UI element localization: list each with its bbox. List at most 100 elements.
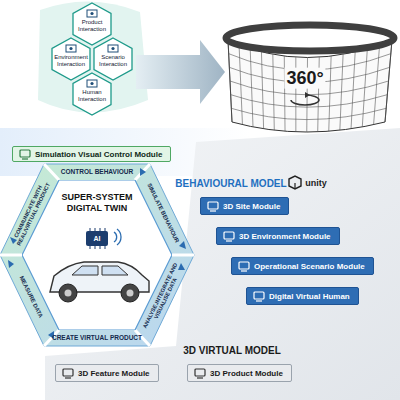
icon-frame	[208, 202, 218, 209]
icon-frame	[224, 232, 234, 239]
icon-frame	[254, 292, 264, 299]
cycle-band	[0, 164, 194, 346]
chip-pin	[95, 246, 96, 249]
module-icon	[207, 201, 219, 212]
decor-polygon	[289, 176, 301, 189]
interaction-hexagon: Product Interaction	[72, 2, 112, 46]
hex-text-wrap: Environment Interaction	[53, 54, 89, 67]
node-text: Simulation Visual Control Module	[35, 150, 162, 159]
interaction-icon	[108, 45, 118, 52]
node-text: Environment Interaction	[53, 54, 89, 67]
icon-frame	[20, 150, 30, 157]
module-icon	[19, 149, 31, 160]
car-wheel	[59, 284, 77, 302]
interaction-icon-dot	[90, 12, 93, 15]
icon-frame	[63, 369, 73, 376]
chip-pin	[90, 246, 91, 249]
decor-line	[294, 183, 295, 189]
decor-polygon	[8, 260, 14, 268]
decor-line	[0, 254, 22, 257]
section-label: CONTROL BEHAVIOUR	[61, 168, 133, 175]
interaction-hexagon: Scenario Interaction	[93, 37, 133, 81]
module-box: 3D Feature Module	[55, 364, 159, 382]
model-panel	[45, 128, 400, 400]
node-text: Product Interaction	[74, 19, 110, 32]
decor-polygon	[178, 263, 185, 270]
node-text: Scenario Interaction	[95, 54, 131, 67]
hex-text-wrap: Human Interaction	[74, 89, 110, 102]
hexagon-shape	[94, 38, 132, 80]
node-text: Operational Scenario Module	[254, 262, 365, 271]
car-wheel	[121, 284, 139, 302]
section-label: AI	[94, 234, 101, 242]
icon-stand	[65, 377, 71, 378]
chip-pin	[90, 228, 91, 231]
module-box: 3D Environment Module	[216, 227, 340, 245]
interaction-hexagon: Human Interaction	[72, 72, 112, 116]
chip-pin	[105, 228, 106, 231]
hexagon-shape	[73, 3, 111, 45]
screen-ring	[226, 25, 394, 51]
icon-stand	[197, 377, 203, 378]
module-icon	[223, 231, 235, 242]
section-label: CREATE VIRTUAL PRODUCT	[52, 334, 142, 341]
interaction-icon-dot	[111, 47, 114, 50]
hex-text-wrap: Scenario Interaction	[95, 54, 131, 67]
icon-stand	[226, 240, 232, 241]
module-icon	[194, 368, 206, 379]
wheel-hub	[127, 290, 134, 297]
node-text: Human Interaction	[74, 89, 110, 102]
interaction-icon-dot	[90, 82, 93, 85]
node-text: 3D Environment Module	[239, 232, 331, 241]
chip-pin	[105, 246, 106, 249]
grid-line	[231, 95, 388, 108]
chip-pin	[95, 228, 96, 231]
icon-frame	[195, 369, 205, 376]
wireless-waves	[114, 229, 121, 245]
decor-line	[172, 254, 194, 257]
flow-arrow	[136, 40, 225, 104]
decor-polygon	[140, 168, 146, 176]
node-text: Digital Virtual Human	[269, 292, 350, 301]
hexagon-shape	[52, 38, 90, 80]
wheel-hub	[65, 290, 72, 297]
hex-text-wrap: Product Interaction	[74, 19, 110, 32]
icon-stand	[256, 300, 262, 301]
interaction-icon-dot	[69, 47, 72, 50]
decor-line	[135, 164, 150, 180]
twin-text-wrap: SUPER-SYSTEM DIGITAL TWIN	[44, 192, 150, 214]
module-icon	[253, 291, 265, 302]
icon-stand	[210, 210, 216, 211]
icon-stand	[241, 270, 247, 271]
node-text: SUPER-SYSTEM DIGITAL TWIN	[44, 192, 150, 214]
grid-line	[231, 108, 386, 119]
section-label: 3D VIRTUAL MODEL	[183, 345, 281, 357]
icon-stand	[22, 158, 28, 159]
section-label: BEHAVIOURAL MODEL	[175, 178, 286, 190]
node-text: 3D Site Module	[223, 202, 280, 211]
module-box: 3D Site Module	[200, 197, 289, 215]
interaction-hexagon: Environment Interaction	[51, 37, 91, 81]
chip-pin	[100, 246, 101, 249]
view-angle-label: 360°	[284, 68, 325, 89]
node-text: 3D Product Module	[210, 369, 283, 378]
hexagon-shape	[73, 73, 111, 115]
cluster-ground	[38, 1, 148, 112]
module-icon	[62, 368, 74, 379]
interaction-icon	[87, 10, 97, 17]
decor-line	[44, 164, 59, 180]
section-label: unity	[305, 178, 327, 188]
ai-chip	[86, 231, 108, 246]
module-box: 3D Product Module	[187, 364, 292, 382]
unity-icon	[289, 176, 301, 189]
icon-frame	[239, 262, 249, 269]
node-text: 3D Feature Module	[78, 369, 150, 378]
module-box: Simulation Visual Control Module	[12, 146, 171, 162]
module-icon	[238, 261, 250, 272]
car-windows	[72, 266, 128, 275]
module-box: Digital Virtual Human	[246, 287, 359, 305]
band-gaps	[0, 164, 194, 346]
rotate-arrowhead	[305, 92, 310, 98]
module-box: Operational Scenario Module	[231, 257, 374, 275]
interaction-icon	[66, 45, 76, 52]
